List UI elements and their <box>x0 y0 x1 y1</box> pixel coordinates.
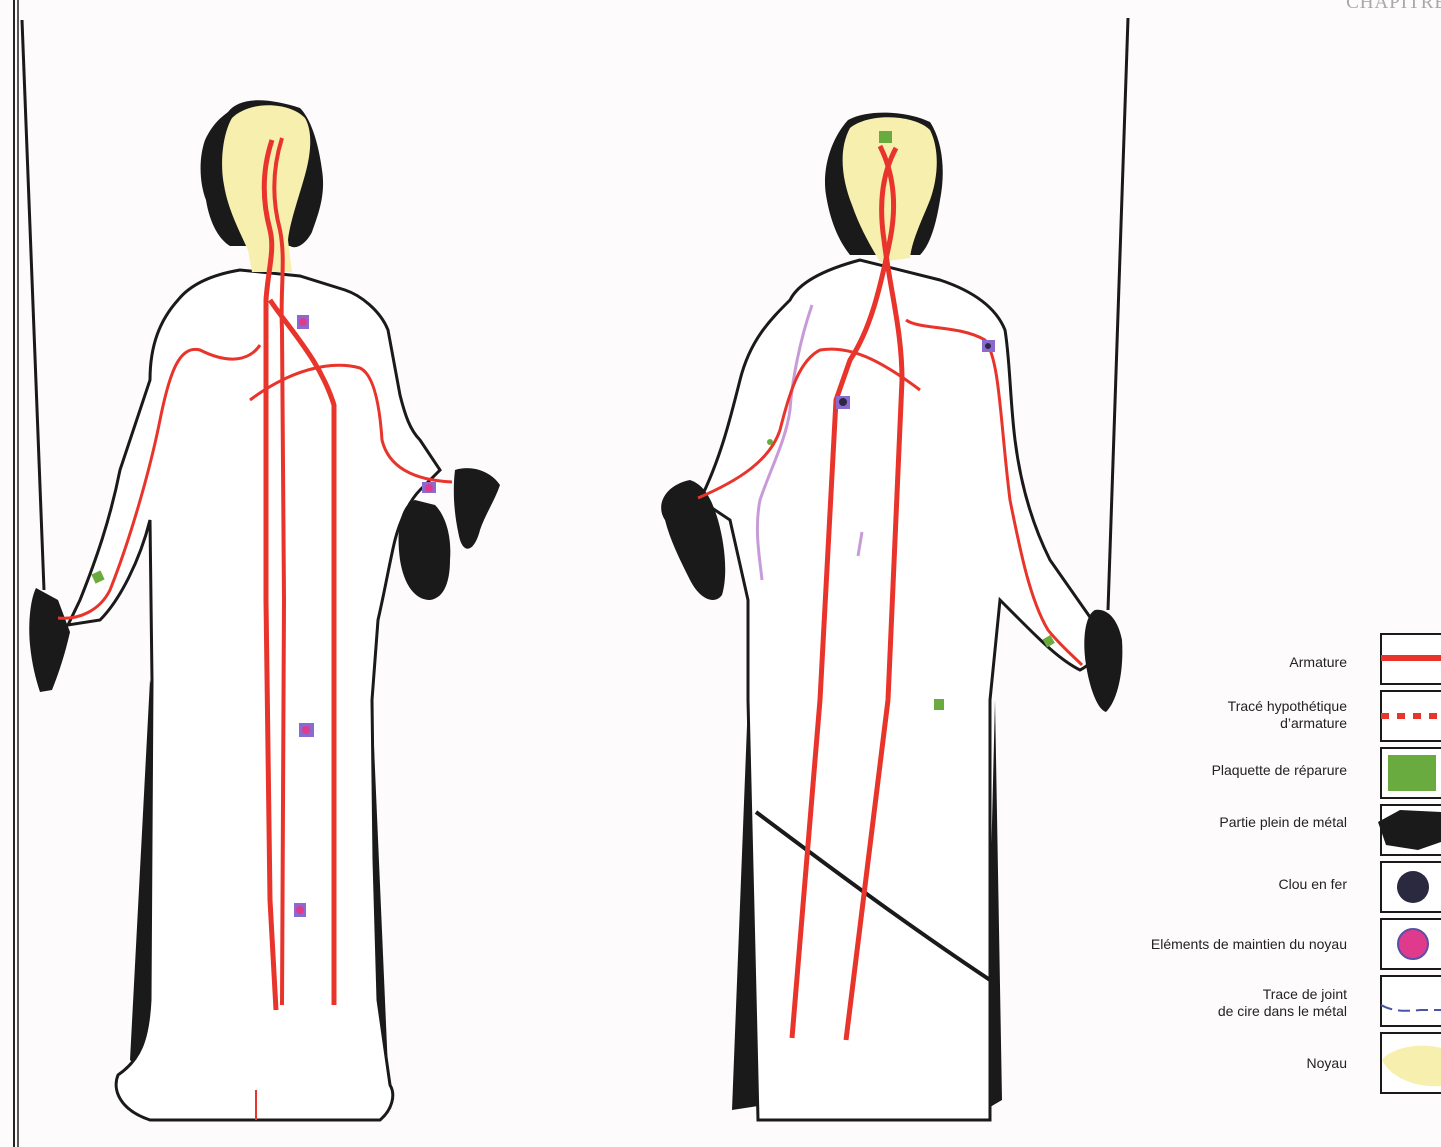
legend-symbol-nail <box>1397 871 1429 903</box>
held-object-left <box>399 500 451 600</box>
spear-left <box>22 20 44 590</box>
legend-symbols <box>1378 634 1441 1093</box>
repair-plate-right-2 <box>934 699 944 710</box>
spear-right <box>1108 18 1128 610</box>
core-support-left-2 <box>422 482 436 493</box>
core-support-right-2 <box>982 340 995 352</box>
robe-body-right <box>700 260 1097 1120</box>
legend-symbol-core-support <box>1398 929 1428 959</box>
core-support-left-1 <box>297 315 309 329</box>
core-support-right-1 <box>836 396 850 409</box>
repair-plate-right-1 <box>879 131 892 143</box>
legend-label-core-support: Eléments de maintien du noyau <box>1087 936 1347 953</box>
held-fringe-left <box>454 468 500 549</box>
legend-label-wax-joint: Trace de joint de cire dans le métal <box>1087 986 1347 1020</box>
legend-label-hypothetical: Tracé hypothétique d’armature <box>1087 698 1347 732</box>
repair-dot-right <box>767 439 773 445</box>
legend-label-core: Noyau <box>1087 1055 1347 1072</box>
running-title: CHAPITRE <box>1346 0 1441 14</box>
figure-left <box>22 20 500 1120</box>
figure-right <box>661 18 1128 1120</box>
legend-symbol-repair <box>1388 755 1436 791</box>
core-support-left-3 <box>299 723 314 737</box>
core-support-left-4 <box>294 903 306 917</box>
legend-label-iron-nail: Clou en fer <box>1087 876 1347 893</box>
hand-left <box>29 588 70 692</box>
legend-label-armature: Armature <box>1087 654 1347 671</box>
legend-label-solid-metal: Partie plein de métal <box>1087 814 1347 831</box>
legend-label-repair-plate: Plaquette de réparure <box>1087 762 1347 779</box>
legend-box-wax <box>1381 976 1441 1026</box>
